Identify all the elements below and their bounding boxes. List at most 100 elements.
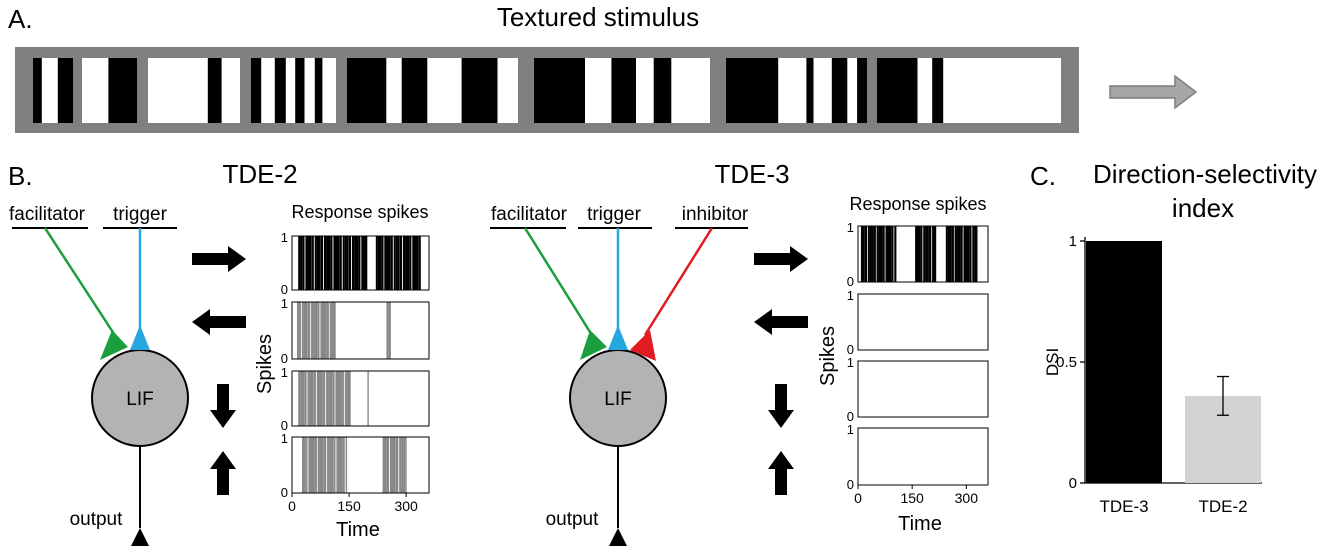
tde3-inhibitor-label: inhibitor bbox=[682, 204, 749, 225]
raster-y-tick: 0 bbox=[847, 409, 854, 424]
raster-box-right bbox=[291, 235, 430, 291]
panel-b-label: B. bbox=[8, 161, 33, 191]
panel-c-label: C. bbox=[1030, 161, 1056, 191]
tde3-facilitator-axon bbox=[523, 227, 597, 341]
stimulus-panel bbox=[148, 58, 240, 123]
dsi-chart-title-line2: index bbox=[1172, 193, 1234, 223]
tde3-up-arrow-icon bbox=[768, 451, 794, 495]
stimulus-bar bbox=[877, 58, 918, 123]
raster-y-tick: 0 bbox=[281, 418, 288, 433]
stimulus-bar bbox=[653, 58, 672, 123]
raster-x-tick: 300 bbox=[955, 490, 979, 506]
tde2-lif-label: LIF bbox=[126, 389, 153, 410]
stimulus-bar bbox=[274, 58, 286, 123]
raster-y-tick: 0 bbox=[281, 282, 288, 297]
raster-y-tick: 0 bbox=[281, 351, 288, 366]
raster-box-up bbox=[291, 436, 430, 494]
tde3-y-axis-label: Spikes bbox=[817, 326, 839, 386]
raster-box-right bbox=[857, 225, 989, 283]
tde2-up-arrow-icon bbox=[210, 451, 236, 495]
tde3-lif-label: LIF bbox=[604, 389, 631, 410]
right-arrow-icon bbox=[1109, 74, 1198, 110]
tde2-facilitator-axon bbox=[43, 227, 120, 341]
tde3-output-terminal bbox=[609, 528, 627, 546]
tde3-inhibitor-synapse bbox=[630, 330, 656, 361]
tde2-title: TDE-2 bbox=[222, 159, 297, 189]
raster-x-tick: 150 bbox=[337, 498, 361, 514]
tde2-output-label: output bbox=[70, 509, 124, 530]
raster-y-tick: 1 bbox=[847, 355, 854, 370]
panel-c: C. Direction-selectivity index DSI 00.51… bbox=[1030, 159, 1317, 516]
tde2-x-axis-label: Time bbox=[336, 519, 380, 541]
panel-a-label: A. bbox=[8, 4, 33, 34]
raster-y-tick: 1 bbox=[281, 230, 288, 245]
stimulus-bar bbox=[295, 58, 305, 123]
tde2-facilitator-label: facilitator bbox=[9, 204, 86, 225]
tde2-facilitator-synapse bbox=[100, 330, 128, 360]
dsi-y-tick: 1 bbox=[1069, 233, 1077, 250]
raster-x-tick: 0 bbox=[854, 490, 862, 506]
stimulus-panels bbox=[33, 58, 1061, 123]
tde2-y-axis-label: Spikes bbox=[254, 334, 276, 394]
raster-spikes-left bbox=[297, 302, 391, 359]
tde3-x-axis-label: Time bbox=[898, 513, 942, 535]
tde2-right-arrow-icon bbox=[192, 246, 246, 272]
raster-y-tick: 1 bbox=[847, 288, 854, 303]
stimulus-bar bbox=[401, 58, 428, 123]
stimulus-bar bbox=[314, 58, 323, 123]
raster-y-tick: 1 bbox=[847, 220, 854, 235]
dsi-chart-title-line1: Direction-selectivity bbox=[1093, 159, 1317, 189]
stimulus-bar bbox=[207, 58, 222, 123]
stimulus-bar bbox=[33, 58, 42, 123]
dsi-bar-tde-3 bbox=[1086, 241, 1162, 483]
dsi-y-tick: 0 bbox=[1069, 475, 1077, 492]
tde3-inhibitor-axon bbox=[643, 227, 714, 336]
tde3-response-title: Response spikes bbox=[849, 194, 986, 214]
panel-a: A. Textured stimulus bbox=[8, 2, 1198, 133]
stimulus-bar bbox=[251, 58, 262, 123]
tde3-title: TDE-3 bbox=[714, 159, 789, 189]
raster-y-tick: 1 bbox=[281, 431, 288, 446]
raster-y-tick: 1 bbox=[281, 365, 288, 380]
tde3-output-label: output bbox=[546, 509, 600, 530]
stimulus-panel bbox=[251, 58, 336, 123]
dsi-x-tick: TDE-2 bbox=[1198, 497, 1247, 516]
stimulus-bar bbox=[534, 58, 585, 123]
raster-box-down bbox=[291, 370, 430, 427]
stimulus-strip bbox=[15, 47, 1079, 133]
tde3-facilitator-label: facilitator bbox=[491, 204, 568, 225]
raster-y-tick: 0 bbox=[847, 342, 854, 357]
raster-spikes-right bbox=[298, 236, 421, 290]
tde3-facilitator-synapse bbox=[580, 330, 607, 360]
stimulus-bar bbox=[347, 58, 387, 123]
panel-a-title: Textured stimulus bbox=[497, 2, 699, 32]
raster-spikes-right bbox=[860, 226, 978, 282]
tde2-response-title: Response spikes bbox=[291, 202, 428, 222]
tde3-right-arrow-icon bbox=[754, 246, 808, 272]
tde2-output-terminal bbox=[131, 528, 149, 546]
raster-x-tick: 0 bbox=[288, 498, 296, 514]
raster-y-tick: 1 bbox=[281, 296, 288, 311]
raster-y-tick: 0 bbox=[847, 274, 854, 289]
tde2-trigger-label: trigger bbox=[113, 204, 168, 225]
tde3-down-arrow-icon bbox=[768, 384, 794, 428]
stimulus-bar bbox=[726, 58, 779, 123]
tde3-trigger-label: trigger bbox=[587, 204, 642, 225]
stimulus-bar bbox=[857, 58, 867, 123]
raster-y-tick: 1 bbox=[847, 422, 854, 437]
raster-box-left bbox=[291, 301, 430, 360]
tde3-model: TDE-3 facilitator trigger inhibitor LIF … bbox=[490, 159, 989, 546]
stimulus-bar bbox=[932, 58, 944, 123]
raster-box-left bbox=[857, 293, 989, 351]
raster-spikes-down bbox=[298, 371, 369, 426]
raster-y-tick: 0 bbox=[281, 485, 288, 500]
tde3-trigger-synapse bbox=[608, 325, 628, 350]
raster-y-tick: 0 bbox=[847, 477, 854, 492]
raster-spikes-up bbox=[302, 437, 407, 493]
tde2-down-arrow-icon bbox=[210, 384, 236, 428]
raster-x-tick: 300 bbox=[394, 498, 418, 514]
